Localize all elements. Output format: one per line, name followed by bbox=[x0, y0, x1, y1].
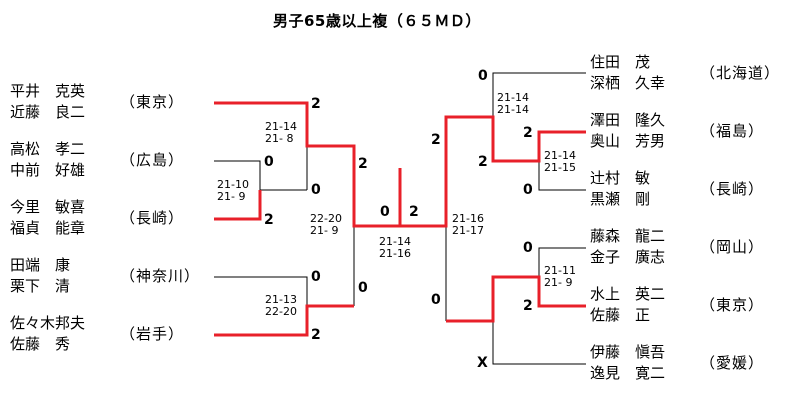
player-name: 佐藤 正 bbox=[590, 306, 651, 324]
detail-r-q1: 21-14 21-14 bbox=[497, 91, 529, 116]
score-r-b4: 0 bbox=[523, 240, 533, 256]
score-l1-r2a: 0 bbox=[264, 154, 274, 170]
player-name: 福貞 能章 bbox=[10, 219, 86, 237]
detail-r-r2: 21-11 21- 9 bbox=[544, 264, 576, 289]
prefecture-label: （広島） bbox=[120, 151, 185, 169]
score-l1-b2: 2 bbox=[264, 212, 274, 228]
line-r-okayama bbox=[538, 247, 586, 277]
player-name: 深栖 久幸 bbox=[590, 74, 666, 92]
red-l-nagasaki bbox=[214, 190, 262, 221]
score-l-semi-top: 2 bbox=[358, 156, 368, 172]
prefecture-label: （長崎） bbox=[700, 180, 765, 198]
score-r-semi-top: 2 bbox=[431, 132, 441, 148]
prefecture-label: （東京） bbox=[700, 296, 765, 314]
line-l-kanagawa bbox=[214, 276, 308, 306]
detail-l-q2: 21-13 22-20 bbox=[265, 293, 297, 318]
detail-r-semi: 21-16 21-17 bbox=[452, 212, 484, 237]
detail-l-q1: 21-14 21- 8 bbox=[265, 120, 297, 145]
player-name: 高松 孝二 bbox=[10, 140, 86, 158]
detail-l-r1: 21-10 21- 9 bbox=[217, 178, 249, 203]
score-l-b5: 2 bbox=[311, 327, 321, 343]
prefecture-label: （岡山） bbox=[700, 238, 765, 256]
score-r-b5: 2 bbox=[523, 298, 533, 314]
bracket-lines-red bbox=[214, 101, 586, 337]
player-name: 佐藤 秀 bbox=[10, 335, 71, 353]
detail-final: 21-14 21-16 bbox=[379, 235, 411, 260]
score-r-top0: 0 bbox=[478, 68, 488, 84]
prefecture-label: （愛媛） bbox=[700, 354, 765, 372]
score-final-left: 0 bbox=[380, 204, 390, 220]
player-name: 平井 克英 bbox=[10, 82, 86, 100]
score-final-right: 2 bbox=[409, 204, 419, 220]
prefecture-label: （東京） bbox=[120, 93, 185, 111]
line-r-nagasaki bbox=[538, 161, 586, 191]
player-name: 澤田 隆久 bbox=[590, 111, 666, 129]
prefecture-label: （岩手） bbox=[120, 325, 185, 343]
prefecture-label: （長崎） bbox=[120, 209, 185, 227]
prefecture-label: （神奈川） bbox=[120, 267, 201, 285]
red-l-tokyo bbox=[214, 101, 400, 228]
player-name: 中前 好雄 bbox=[10, 161, 86, 179]
player-name: 金子 廣志 bbox=[590, 248, 666, 266]
player-name: 伊藤 愼吾 bbox=[590, 343, 666, 361]
player-name: 今里 敏喜 bbox=[10, 198, 86, 216]
prefecture-label: （福島） bbox=[700, 122, 765, 140]
player-name: 奥山 芳男 bbox=[590, 132, 666, 150]
red-r-tokyo bbox=[446, 275, 586, 323]
prefecture-label: （北海道） bbox=[700, 64, 781, 82]
player-name: 近藤 良二 bbox=[10, 103, 86, 121]
page-title: 男子65歳以上複（６５ＭＤ） bbox=[273, 12, 481, 30]
player-name: 佐々木邦夫 bbox=[10, 314, 86, 332]
score-r-b3: 0 bbox=[523, 182, 533, 198]
red-final-stub bbox=[398, 115, 586, 228]
player-name: 田端 康 bbox=[10, 256, 71, 274]
red-l-iwate bbox=[214, 304, 354, 337]
player-name: 逸見 寛二 bbox=[590, 364, 666, 382]
score-r-bye: X bbox=[477, 355, 488, 371]
score-l1-top: 2 bbox=[311, 96, 321, 112]
score-r-semi-bot: 0 bbox=[431, 292, 441, 308]
score-r-top2a: 2 bbox=[523, 125, 533, 141]
score-l1-r2b: 0 bbox=[311, 182, 321, 198]
score-l-semi-bot: 0 bbox=[358, 280, 368, 296]
player-name: 藤森 龍二 bbox=[590, 227, 666, 245]
player-name: 栗下 清 bbox=[10, 277, 71, 295]
detail-l-semi: 22-20 21- 9 bbox=[310, 212, 342, 237]
score-l-b4: 0 bbox=[311, 269, 321, 285]
player-name: 水上 英二 bbox=[590, 285, 666, 303]
score-r-top2b: 2 bbox=[478, 154, 488, 170]
player-name: 住田 茂 bbox=[590, 53, 651, 71]
line-l-hiroshima bbox=[214, 160, 261, 190]
player-name: 黒瀬 剛 bbox=[590, 190, 651, 208]
detail-r-r1: 21-14 21-15 bbox=[544, 149, 576, 174]
player-name: 辻村 敏 bbox=[590, 169, 651, 187]
